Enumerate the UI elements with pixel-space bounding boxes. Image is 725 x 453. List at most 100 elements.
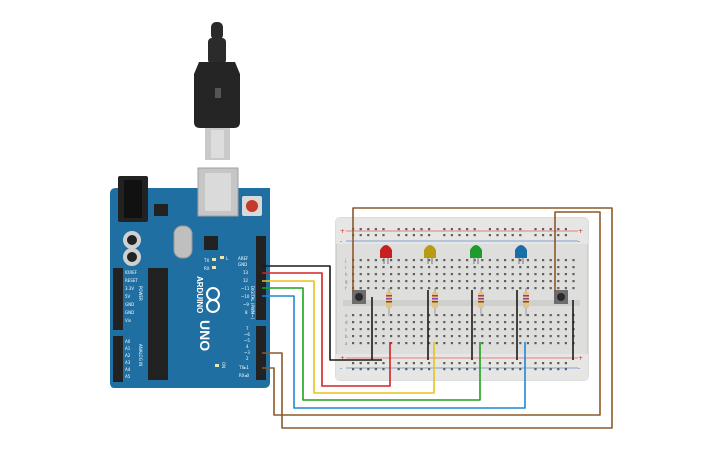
breadboard-hole (412, 287, 415, 290)
breadboard-hole (549, 287, 552, 290)
breadboard-hole (397, 259, 400, 262)
breadboard-hole (397, 314, 400, 317)
breadboard-hole (504, 314, 507, 317)
breadboard-hole (466, 273, 469, 276)
svg-text:12: 12 (243, 278, 249, 283)
breadboard-hole (367, 287, 370, 290)
breadboard-hole (504, 328, 507, 331)
svg-text:~9: ~9 (243, 302, 249, 307)
svg-text:AREF: AREF (238, 256, 249, 261)
breadboard-hole (450, 259, 453, 262)
breadboard-hole (428, 287, 431, 290)
svg-text:j: j (344, 258, 346, 263)
breadboard-hole (488, 314, 491, 317)
breadboard-hole (443, 273, 446, 276)
power-header (113, 268, 123, 330)
breadboard-hole (428, 328, 431, 331)
breadboard-hole (557, 314, 560, 317)
breadboard-hole (412, 314, 415, 317)
rail-minus-bottom: - (340, 365, 342, 372)
breadboard-hole (412, 280, 415, 283)
breadboard-hole (572, 266, 575, 269)
breadboard-hole (549, 280, 552, 283)
svg-text:~5: ~5 (244, 338, 250, 343)
breadboard-hole (359, 368, 362, 371)
breadboard-hole (519, 328, 522, 331)
push-button-right[interactable] (554, 290, 568, 304)
breadboard-hole (374, 314, 377, 317)
breadboard-hole (511, 328, 514, 331)
breadboard-hole (549, 328, 552, 331)
breadboard-hole (504, 362, 507, 365)
breadboard-hole (496, 280, 499, 283)
breadboard-hole (466, 280, 469, 283)
breadboard-hole (466, 266, 469, 269)
breadboard-hole (542, 228, 545, 231)
breadboard-hole (397, 273, 400, 276)
breadboard-hole (450, 234, 453, 237)
breadboard-hole (534, 321, 537, 324)
breadboard-hole (412, 368, 415, 371)
breadboard: j i h g f e d c b a + - + - + - + - (335, 217, 589, 381)
breadboard-hole (557, 328, 560, 331)
breadboard-hole (374, 287, 377, 290)
breadboard-hole (450, 335, 453, 338)
breadboard-hole (352, 314, 355, 317)
svg-text:~11: ~11 (241, 286, 250, 291)
breadboard-hole (549, 234, 552, 237)
breadboard-hole (511, 280, 514, 283)
breadboard-hole (367, 368, 370, 371)
push-button-left[interactable] (352, 290, 366, 304)
breadboard-hole (390, 335, 393, 338)
breadboard-hole (450, 280, 453, 283)
breadboard-hole (390, 342, 393, 345)
breadboard-hole (374, 234, 377, 237)
breadboard-hole (420, 362, 423, 365)
breadboard-hole (481, 259, 484, 262)
breadboard-hole (390, 259, 393, 262)
breadboard-hole (473, 368, 476, 371)
breadboard-hole (549, 362, 552, 365)
breadboard-hole (382, 228, 385, 231)
breadboard-hole (557, 335, 560, 338)
arduino-uno-board: AREF GND 13 12 ~11 ~10 ~9 8 7 ~6 ~5 4 ~3… (110, 167, 270, 388)
breadboard-hole (564, 287, 567, 290)
analog-header (113, 336, 123, 382)
svg-text:RX◂0: RX◂0 (239, 373, 250, 378)
resistor-3 (478, 288, 484, 316)
svg-text:g: g (345, 279, 348, 284)
breadboard-hole (397, 228, 400, 231)
breadboard-hole (359, 280, 362, 283)
reset-button[interactable] (246, 200, 258, 212)
atmega-chip (148, 268, 168, 380)
breadboard-hole (359, 362, 362, 365)
breadboard-hole (428, 314, 431, 317)
breadboard-hole (519, 321, 522, 324)
svg-text:ANALOG IN: ANALOG IN (138, 344, 143, 366)
breadboard-hole (352, 321, 355, 324)
svg-text:5V: 5V (125, 294, 131, 299)
breadboard-hole (526, 342, 529, 345)
breadboard-hole (481, 280, 484, 283)
breadboard-hole (549, 266, 552, 269)
breadboard-hole (443, 368, 446, 371)
breadboard-hole (352, 328, 355, 331)
svg-text:DIGITAL (PWM~): DIGITAL (PWM~) (250, 286, 255, 320)
svg-text:a: a (345, 341, 348, 346)
breadboard-hole (359, 342, 362, 345)
breadboard-hole (412, 362, 415, 365)
breadboard-hole (526, 280, 529, 283)
breadboard-hole (481, 273, 484, 276)
breadboard-hole (382, 368, 385, 371)
breadboard-hole (557, 342, 560, 345)
breadboard-hole (374, 273, 377, 276)
breadboard-hole (405, 368, 408, 371)
breadboard-hole (412, 321, 415, 324)
breadboard-hole (466, 287, 469, 290)
breadboard-hole (542, 273, 545, 276)
svg-text:8: 8 (245, 310, 248, 315)
svg-text:~10: ~10 (241, 294, 250, 299)
breadboard-hole (534, 362, 537, 365)
svg-text:TX▸1: TX▸1 (238, 365, 249, 370)
